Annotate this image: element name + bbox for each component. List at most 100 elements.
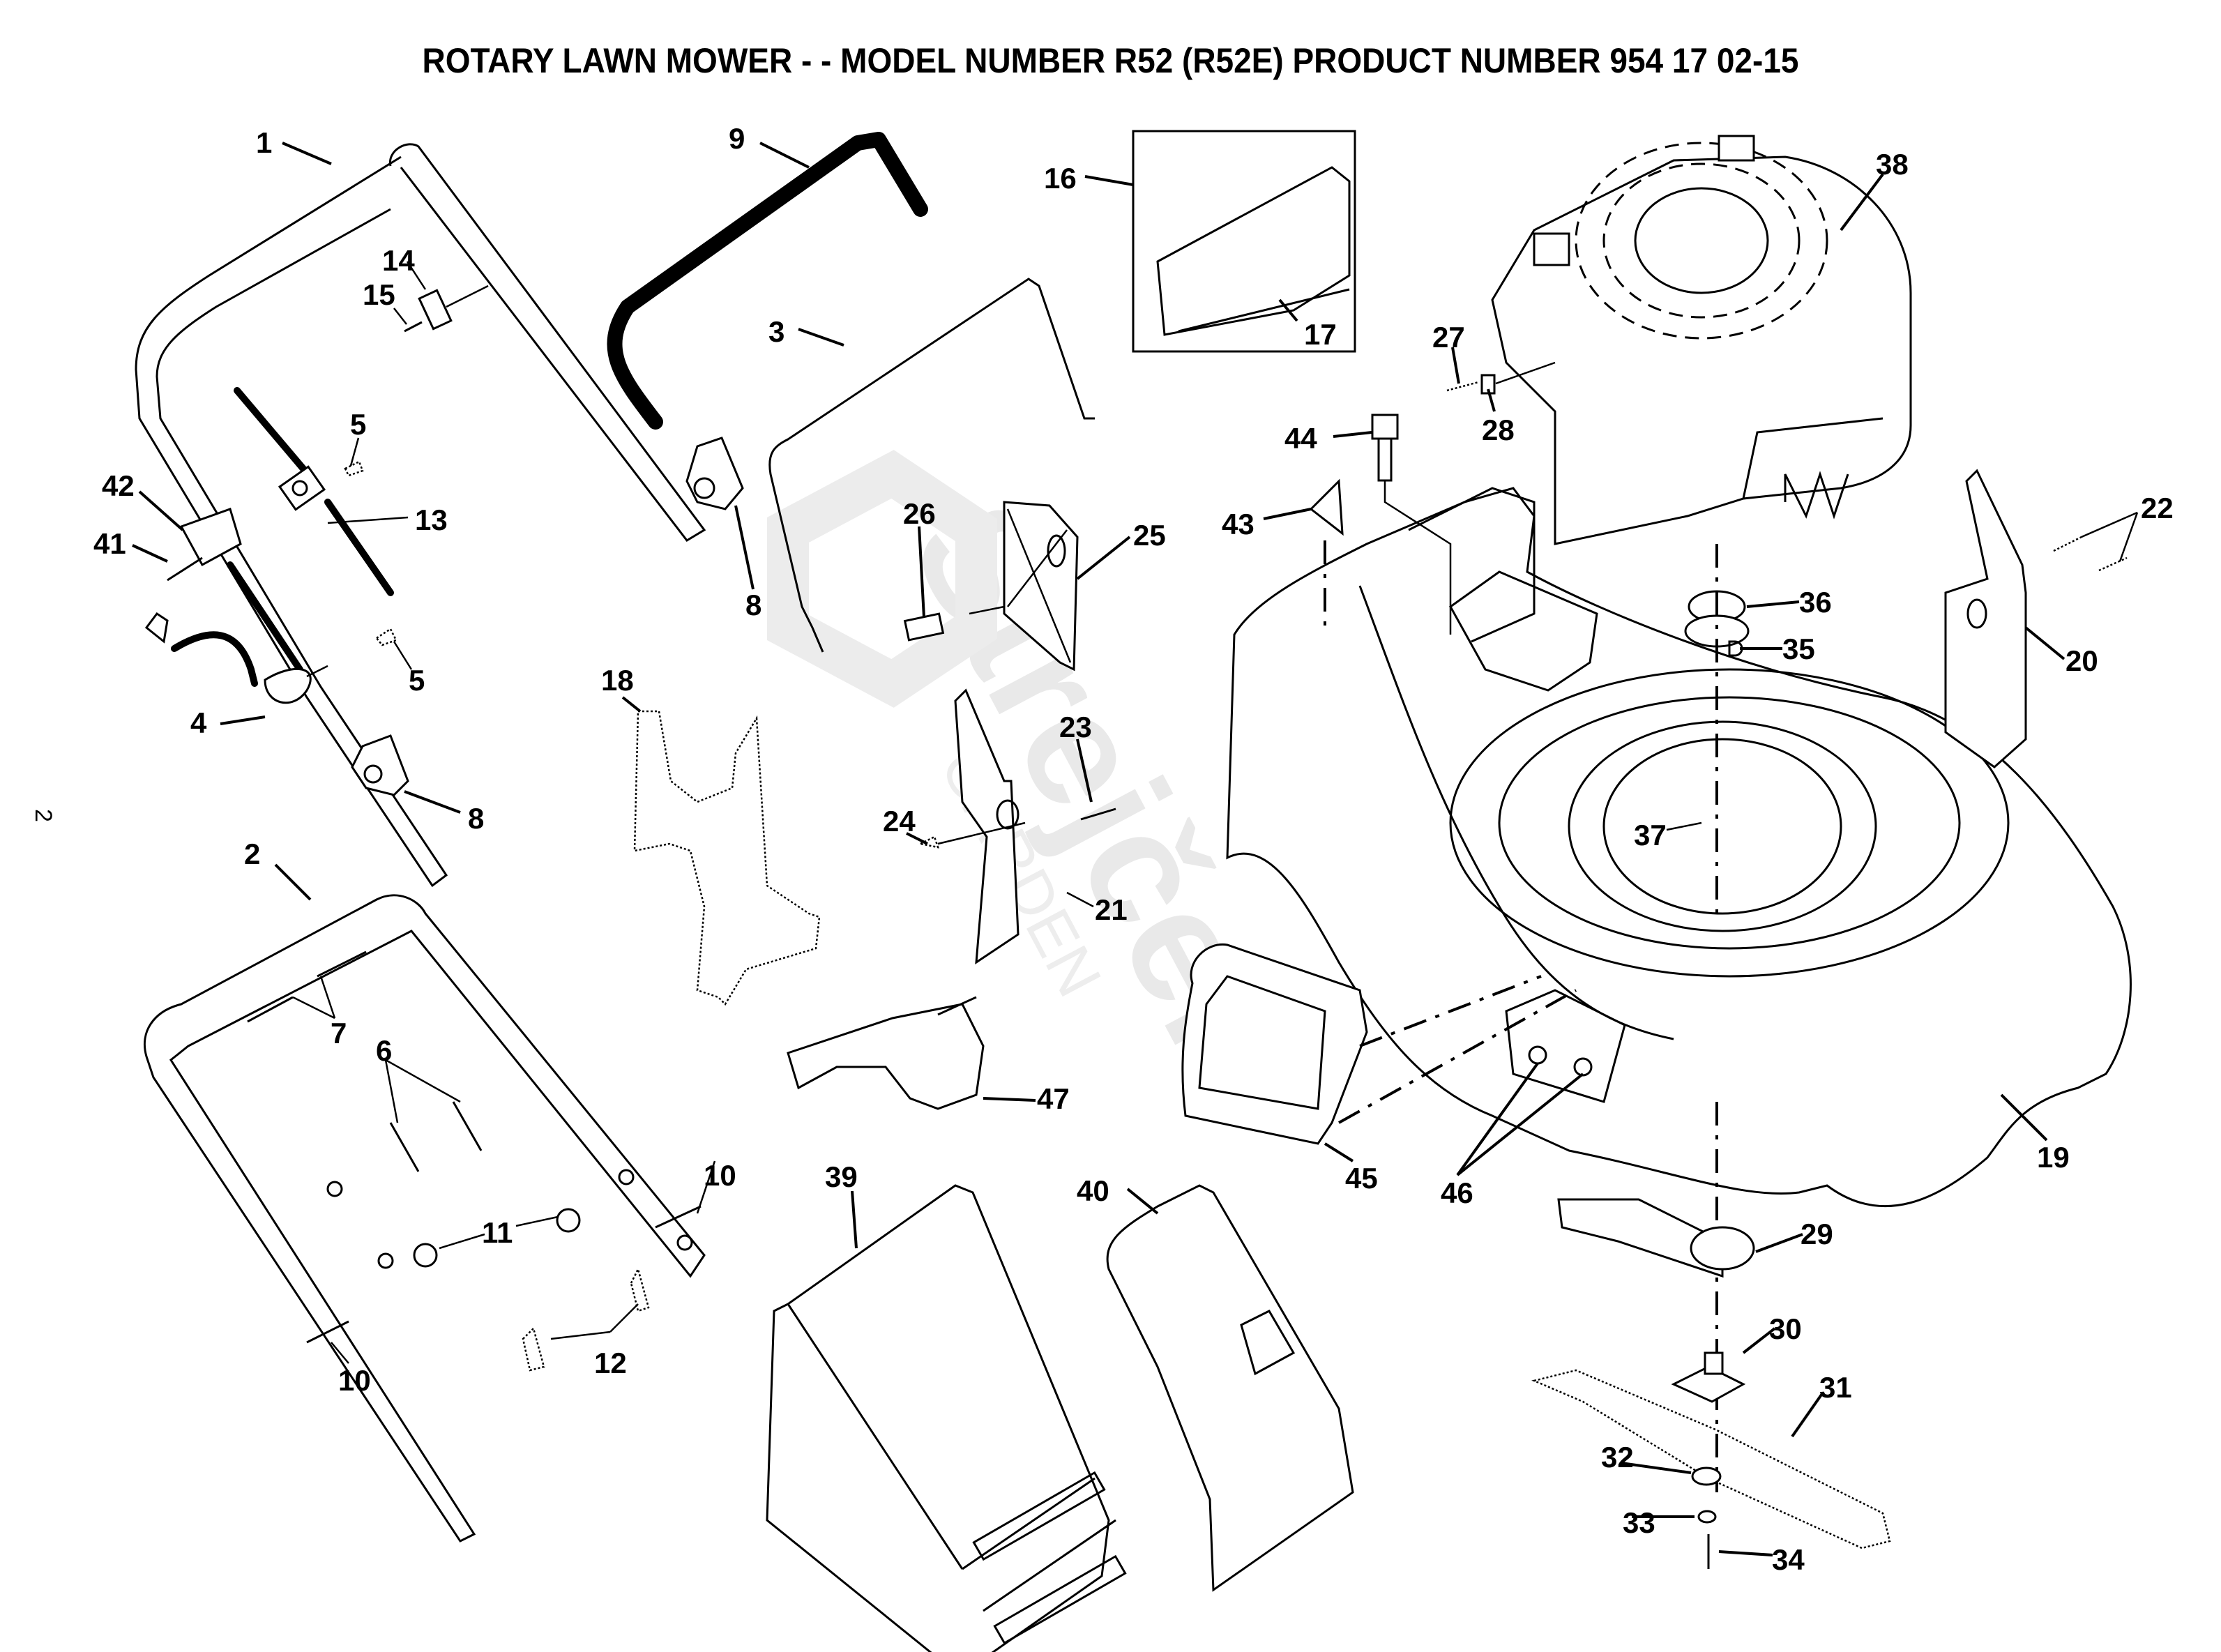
- grass-bag-frame: [1106, 1184, 1354, 1592]
- rear-flap: [787, 996, 985, 1110]
- bolt: [903, 605, 1005, 642]
- chute-mount-bracket: [1505, 989, 1626, 1103]
- grass-bag: [766, 1184, 1127, 1652]
- lock-washer: [1697, 1510, 1717, 1524]
- callout-16: 16: [1044, 162, 1077, 195]
- callout-47: 47: [1037, 1082, 1070, 1115]
- callout-12: 12: [594, 1347, 627, 1379]
- callout-21: 21: [1095, 893, 1128, 926]
- label: [1309, 478, 1344, 536]
- blade-adapter: [1557, 1198, 1755, 1278]
- callout-19: 19: [2037, 1141, 2070, 1174]
- callout-31: 31: [1819, 1371, 1852, 1404]
- handle-knob: [685, 437, 744, 510]
- grass-catcher-rod: [768, 278, 1095, 653]
- grass-bag-frame-handle: [1240, 1310, 1296, 1376]
- callout-5b: 5: [409, 664, 425, 697]
- diagram-title: ROTARY LAWN MOWER - - MODEL NUMBER R52 (…: [422, 41, 1799, 80]
- callout-42: 42: [102, 469, 135, 502]
- nuts: [1528, 1045, 1593, 1077]
- callout-22: 22: [2141, 492, 2174, 524]
- callout-18: 18: [601, 664, 634, 697]
- side-discharge-chute: [1181, 943, 1368, 1145]
- handle-bolt: [655, 1205, 702, 1229]
- adjuster-bolt: [1080, 808, 1116, 821]
- bolt-pair: [389, 1101, 483, 1172]
- control-lever: [144, 612, 328, 704]
- screw: [404, 321, 423, 333]
- callout-3: 3: [768, 315, 784, 348]
- callout-44: 44: [1284, 422, 1317, 455]
- rear-deflector-assembly: [1156, 166, 1351, 336]
- watermark-logo-icon: [767, 450, 997, 708]
- washer: [1691, 1467, 1722, 1486]
- callout-11: 11: [482, 1216, 513, 1249]
- callout-9: 9: [729, 122, 745, 155]
- callout-29: 29: [1801, 1218, 1833, 1250]
- callout-39: 39: [825, 1160, 858, 1193]
- chute-axis-upper: [1359, 975, 1542, 1047]
- handle-grip: [607, 132, 928, 430]
- callout-10b: 10: [338, 1364, 371, 1397]
- cable-tie: [375, 628, 397, 646]
- callout-10: 10: [704, 1159, 736, 1192]
- cutting-deck: [1226, 487, 2132, 1208]
- cable-tie: [344, 460, 364, 477]
- callout-7: 7: [331, 1017, 347, 1049]
- bracket: [1003, 501, 1079, 672]
- callout-32: 32: [1601, 1441, 1634, 1473]
- callout-2: 2: [244, 838, 260, 870]
- callout-45: 45: [1345, 1162, 1378, 1195]
- callout-24: 24: [883, 805, 916, 838]
- throttle-cable: [234, 387, 394, 596]
- callout-28: 28: [1482, 414, 1515, 446]
- handle-knob: [351, 734, 409, 796]
- callout-17: 17: [1304, 318, 1337, 351]
- adjuster-bolts: [2053, 536, 2128, 572]
- nut: [413, 1208, 581, 1268]
- callout-14: 14: [382, 244, 415, 277]
- callout-37: 37: [1634, 819, 1667, 851]
- callout-34: 34: [1772, 1543, 1805, 1576]
- callout-labels: 1 2 3 4 5 5 6 7 8 8 9 10 10 11 12 13 14 …: [93, 122, 2174, 1576]
- cable-guide: [167, 508, 242, 582]
- callout-41: 41: [93, 527, 126, 560]
- bolt: [1371, 414, 1452, 635]
- mulch-plug: [633, 710, 821, 1006]
- chute-axis-lower: [1338, 989, 1577, 1124]
- callout-4: 4: [190, 706, 207, 739]
- screw: [1446, 381, 1479, 392]
- callout-27: 27: [1432, 321, 1465, 354]
- callout-1: 1: [256, 126, 272, 159]
- callout-26: 26: [903, 497, 936, 530]
- callout-20: 20: [2065, 644, 2098, 677]
- blade-hub: [1671, 1351, 1746, 1403]
- callout-46: 46: [1441, 1176, 1473, 1209]
- callout-25: 25: [1133, 519, 1166, 552]
- callout-40: 40: [1077, 1174, 1109, 1207]
- callout-23: 23: [1059, 711, 1092, 743]
- callout-8b: 8: [468, 802, 484, 835]
- callout-43: 43: [1222, 508, 1254, 540]
- engine: [1491, 135, 1912, 545]
- carriage-bolts: [247, 950, 367, 1023]
- height-adjuster-left: [954, 688, 1019, 964]
- handle-bolt: [306, 1320, 349, 1344]
- callout-33: 33: [1623, 1506, 1655, 1539]
- callout-38: 38: [1876, 148, 1909, 181]
- handle-clip: [522, 1266, 650, 1372]
- lower-handle: [143, 894, 706, 1543]
- height-adjuster-right: [1944, 469, 2027, 768]
- callout-35: 35: [1782, 632, 1815, 665]
- leader-lines: [132, 142, 2139, 1556]
- cable-clamp: [278, 465, 326, 511]
- throttle-cable-lower: [227, 561, 303, 673]
- upper-handle: [135, 143, 706, 888]
- callout-8: 8: [745, 589, 761, 621]
- rear-deflector-box: [1132, 130, 1356, 353]
- callout-36: 36: [1799, 586, 1832, 619]
- clamp: [418, 285, 489, 331]
- callout-6: 6: [376, 1034, 392, 1067]
- blade: [1531, 1369, 1891, 1549]
